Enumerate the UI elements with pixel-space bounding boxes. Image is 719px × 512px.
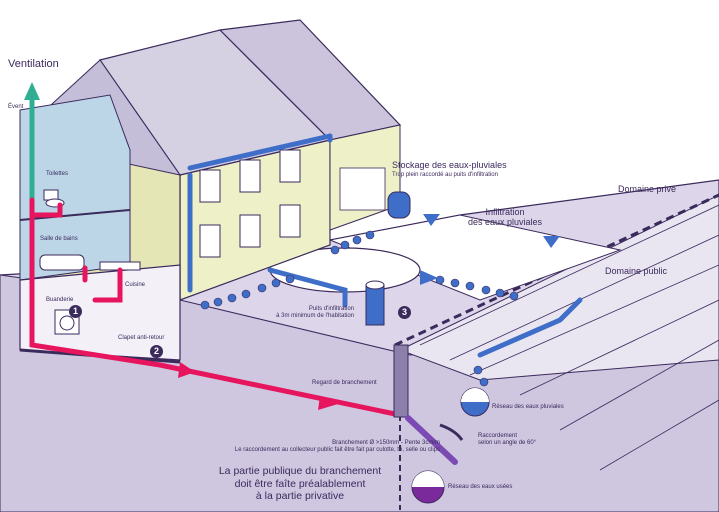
- marker-2: 2: [150, 345, 163, 358]
- label-regard: Regard de branchement: [312, 380, 377, 386]
- public-connection-note: La partie publique du branchement doit ê…: [205, 465, 395, 503]
- label-domaine-prive: Domaine privé: [618, 184, 677, 194]
- inspection-chamber: [393, 344, 409, 418]
- label-puits-line2: à 3m minimum de l'habitation: [276, 312, 354, 319]
- label-puits-line1: Puits d'infiltration: [308, 306, 354, 312]
- storm-flow-dots: [200, 230, 519, 387]
- road-lines: [419, 204, 719, 471]
- label-stockage-sub: Trop plein raccordé au puits d'infiltrat…: [392, 172, 498, 178]
- marker-3: 3: [398, 306, 411, 319]
- marker-1: 1: [69, 305, 82, 318]
- label-domaine-public: Domaine public: [605, 266, 668, 276]
- infiltration-well: [365, 280, 385, 326]
- bathtub: [39, 254, 85, 271]
- wastewater-pipes: [29, 197, 403, 418]
- label-cuisine: Cuisine: [125, 282, 146, 288]
- label-infiltration-line1: Infiltration: [485, 207, 525, 217]
- label-raccordement-line2: selon un angle de 60°: [478, 439, 537, 446]
- label-infiltration: Infiltration des eaux pluviales: [455, 207, 555, 228]
- label-salle-de-bains: Salle de bains: [40, 236, 78, 242]
- rainwater-tank: [387, 191, 411, 219]
- label-buanderie: Buanderie: [46, 297, 74, 303]
- label-puits: Puits d'infiltration à 3m minimum de l'h…: [262, 306, 354, 320]
- label-reseau-usees: Réseau des eaux usées: [448, 484, 513, 490]
- label-infiltration-line2: des eaux pluviales: [467, 217, 543, 228]
- infiltration-arrow-2: [543, 236, 560, 248]
- windows: [199, 149, 301, 258]
- label-toilettes: Toilettes: [46, 171, 69, 177]
- label-clapet: Clapet anti-retour: [118, 335, 165, 341]
- label-branchement-line1: Branchement Ø >150mm - Pente 3cm/m: [332, 440, 440, 446]
- garage-door: [339, 167, 386, 211]
- wastewater-arrow-1: [178, 362, 195, 378]
- infiltration-arrow-1: [423, 214, 440, 226]
- note-line1: La partie publique du branchement: [218, 465, 382, 477]
- note-line3: à la partie privative: [255, 490, 345, 503]
- public-branch-pipe: [405, 415, 458, 465]
- storm-flow-arrow: [420, 270, 438, 285]
- wastewater-arrow-2: [318, 396, 338, 410]
- storm-sewer-main: [460, 387, 490, 417]
- label-event: Évent: [8, 104, 24, 110]
- ventilation-arrow: [24, 82, 40, 100]
- angle-arc: [439, 423, 464, 441]
- label-stockage: Stockage des eaux-pluviales: [392, 160, 507, 170]
- public-road: [398, 194, 719, 381]
- label-branchement: Branchement Ø >150mm - Pente 3cm/m Le ra…: [210, 440, 440, 454]
- label-branchement-line2: Le raccordement au collecteur public fai…: [234, 446, 440, 453]
- property-boundary: [394, 193, 719, 347]
- floor-slab: [19, 209, 131, 221]
- label-ventilation: Ventilation: [8, 58, 59, 70]
- interior-cutaway: [19, 94, 131, 281]
- wastewater-sewer-main: [411, 470, 445, 504]
- note-line2: doit être faîte préalablement: [234, 477, 366, 490]
- label-raccordement: Raccordement selon un angle de 60°: [478, 433, 536, 447]
- label-reseau-pluviales: Réseau des eaux pluviales: [492, 404, 564, 410]
- label-raccordement-line1: Raccordement: [478, 433, 518, 439]
